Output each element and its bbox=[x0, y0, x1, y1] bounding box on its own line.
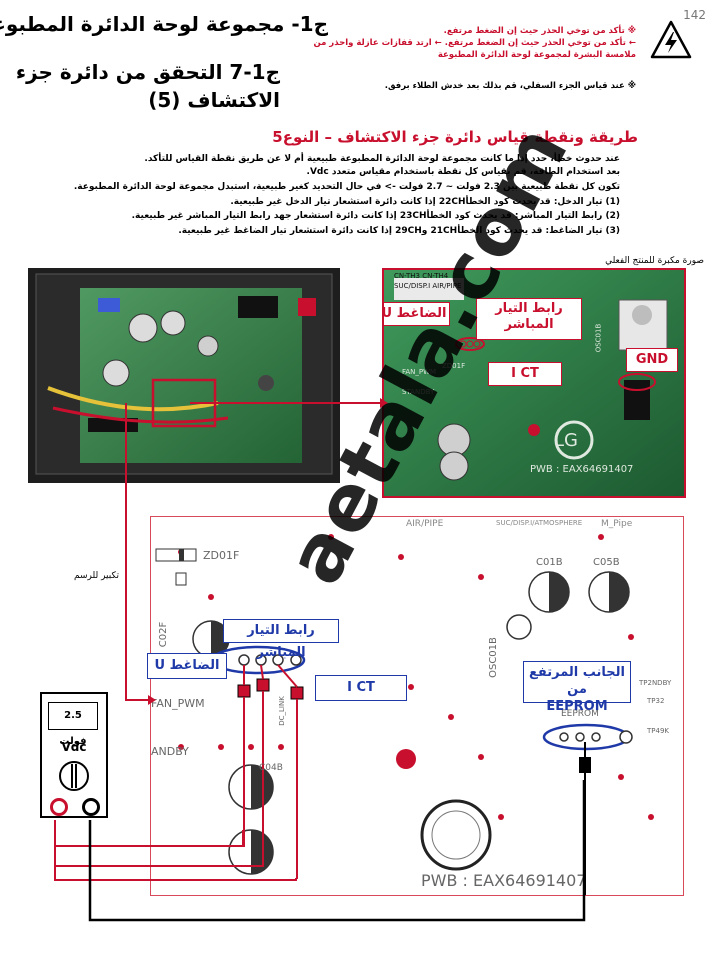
high-voltage-warning-icon bbox=[650, 20, 692, 59]
page-number: 142 bbox=[683, 8, 706, 22]
drawing-c04b: C04B bbox=[259, 763, 283, 773]
drawing-zoom-caption: تكبير للرسم bbox=[74, 571, 119, 581]
silkscreen-top2: SUC/DISP.I AIR/PIPE bbox=[394, 282, 462, 290]
warning-line-2: ← تأكد من توخي الحذر حيث إن الضغط مرتفع.… bbox=[313, 38, 636, 48]
outdoor-unit-pcb-photo bbox=[28, 268, 340, 483]
subsection-title-line1: ج1-7 التحقق من دائرة جزء bbox=[15, 60, 280, 84]
drawing-dc-link-small: DC_LINK bbox=[277, 696, 286, 726]
photo-label-dc-link: رابط التيار المباشر bbox=[476, 298, 582, 340]
drawing-zd01f: ZD01F bbox=[203, 549, 240, 562]
eeprom-side-line1: الجانب المرتفع من bbox=[528, 665, 625, 697]
drawing-m-pipe: M_Pipe bbox=[601, 519, 633, 529]
drawing-c01b: C01B bbox=[536, 557, 563, 568]
drawing-label-dc-link: رابط التيار المباشر bbox=[223, 619, 339, 660]
pcb-drawing: AIR/PIPE SUC/DISP.I/ATMOSPHERE M_Pipe ZD… bbox=[147, 516, 684, 917]
zoomed-pcb-photo: LG CN-TH3 CN-TH4 SUC/DISP.I AIR/PIPE ZD0… bbox=[382, 268, 686, 498]
multimeter-black-jack bbox=[82, 798, 100, 816]
drawing-osc01b: OSC01B bbox=[487, 637, 499, 678]
photo-standby: STANDBY bbox=[402, 388, 435, 396]
drawing-label-compressor-u: الضاغط U bbox=[147, 653, 227, 679]
warning-line-3: ملامسة البشرة لمجموعة لوحة الدائرة المطب… bbox=[437, 50, 636, 60]
drawing-tp2ndby: TP2NDBY bbox=[639, 679, 672, 687]
procedure-heading: طريقة ونقطة قياس دائرة جزء الاكتشاف – ال… bbox=[272, 128, 638, 146]
photo-osc: OSC01B bbox=[594, 323, 603, 353]
multimeter-dial-icon bbox=[59, 761, 89, 791]
multimeter-mode: Vdc bbox=[61, 740, 87, 754]
svg-text:LG: LG bbox=[554, 430, 578, 451]
multimeter-red-jack bbox=[50, 798, 68, 816]
procedure-line-3: تكون كل نقطة طبيعية بين 2.3 فولت ~ 2.7 ف… bbox=[73, 182, 620, 192]
eeprom-side-line2: EEPROM bbox=[546, 699, 608, 714]
procedure-line-4: (1) تيار الدخل: قد يحدث كود الخطأ22CH إذ… bbox=[230, 197, 620, 207]
warning-line-1: ※ تأكد من توخي الحذر حيث إن الضغط مرتفع. bbox=[443, 26, 636, 36]
drawing-label-eeprom-side: الجانب المرتفع من EEPROM bbox=[523, 661, 631, 714]
photo-pwb-code: PWB : EAX64691407 bbox=[530, 464, 634, 475]
silkscreen-top: CN-TH3 CN-TH4 bbox=[394, 272, 449, 280]
drawing-c05b: C05B bbox=[593, 557, 620, 568]
photo-label-ict: I CT bbox=[488, 362, 562, 386]
photo-zd01f: ZD01F bbox=[442, 362, 466, 370]
procedure-line-6: (3) تيار الضاغط: قد يحدث كود الخطأ21CH و… bbox=[178, 226, 620, 236]
procedure-line-2: بعد استخدام الطاقة، قم بقياس كل نقطة باس… bbox=[306, 167, 620, 177]
procedure-line-5: (2) رابط التيار المباشر: قد يحدث كود الخ… bbox=[131, 211, 620, 221]
drawing-label-ict: I CT bbox=[315, 675, 407, 701]
drawing-c02f: C02F bbox=[158, 621, 170, 648]
subsection-title-line2: الاكتشاف (5) bbox=[148, 88, 280, 112]
drawing-tp32: TP32 bbox=[647, 697, 665, 705]
drawing-standby: ANDBY bbox=[151, 745, 189, 758]
zoomed-photo-caption: صورة مكبرة للمنتج الفعلي bbox=[605, 256, 704, 266]
drawing-tp49k: TP49K bbox=[647, 727, 669, 735]
photo-fan-pwm: FAN_PWM bbox=[402, 368, 437, 376]
multimeter: 2.5 فولت Vdc bbox=[40, 692, 108, 818]
drawing-suc-disp: SUC/DISP.I/ATMOSPHERE bbox=[496, 519, 583, 527]
warning-line-4: ※ عند قياس الجزء السفلي، قم بذلك بعد خدش… bbox=[384, 81, 636, 91]
drawing-eeprom-silk: EEPROM bbox=[561, 709, 599, 719]
drawing-pwb-code: PWB : EAX64691407 bbox=[421, 871, 587, 890]
photo-label-compressor-u: الضاغط U bbox=[384, 302, 450, 326]
photo-label-gnd: GND bbox=[626, 348, 678, 372]
multimeter-display: 2.5 فولت bbox=[48, 702, 98, 747]
drawing-fan-pwm: FAN_PWM bbox=[151, 697, 205, 710]
drawing-air-pipe: AIR/PIPE bbox=[406, 519, 444, 529]
section-title: ج1- مجموعة لوحة الدائرة المطبوعة bbox=[0, 12, 328, 36]
procedure-line-1: عند حدوث خطأ، حدد إذا ما كانت مجموعة لوح… bbox=[144, 154, 620, 164]
